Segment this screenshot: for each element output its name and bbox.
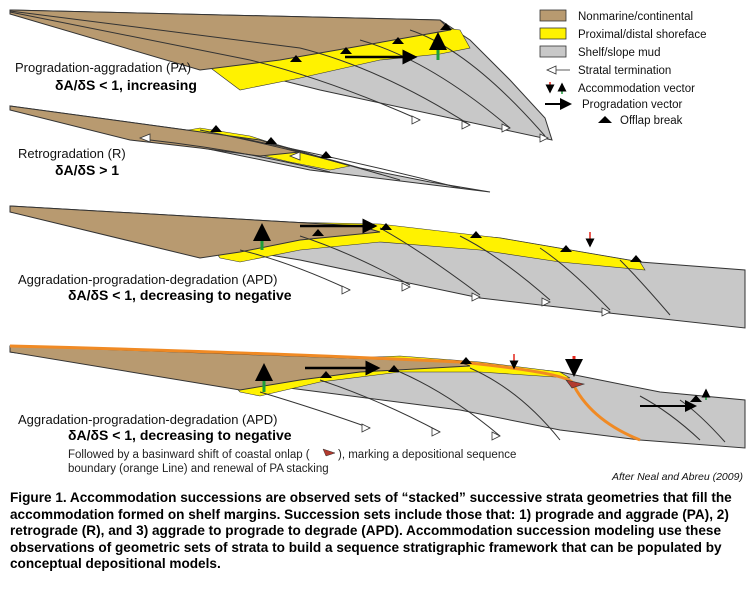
- offlap-break: [340, 47, 352, 54]
- legend-swatch-mud: [539, 45, 567, 58]
- legend-label: Nonmarine/continental: [578, 11, 693, 23]
- legend: Nonmarine/continental Proximal/distal sh…: [539, 9, 706, 127]
- offlap-break: [560, 245, 572, 252]
- offlap-break: [320, 371, 332, 378]
- offlap-break: [380, 223, 392, 230]
- panel-pa: Progradation-aggradation (PA) δA/δS < 1,…: [9, 9, 553, 143]
- panel-equation: δA/δS < 1, increasing: [55, 77, 197, 93]
- offlap-break: [690, 395, 702, 402]
- legend-swatch-nonmarine: [539, 9, 567, 22]
- stratal-termination: [341, 285, 351, 295]
- coastal-onlap-icon: [322, 448, 336, 457]
- accommodation-arrows-icon: [545, 82, 567, 94]
- offlap-break: [210, 125, 222, 132]
- panel-equation: δA/δS < 1, decreasing to negative: [68, 427, 292, 443]
- offlap-break: [312, 229, 324, 236]
- stratal-termination: [361, 423, 371, 433]
- credit: After Neal and Abreu (2009): [611, 471, 743, 483]
- stratal-termination: [501, 123, 511, 133]
- legend-label: Shelf/slope mud: [578, 47, 660, 59]
- panel-r: Retrogradation (R) δA/δS > 1: [9, 105, 491, 193]
- stratal-termination: [471, 292, 481, 302]
- stratal-termination: [138, 133, 151, 143]
- panel-title: Aggradation-progradation-degradation (AP…: [18, 272, 277, 287]
- offlap-break: [630, 255, 642, 262]
- panel-apd-2: Aggradation-progradation-degradation (AP…: [9, 344, 746, 483]
- nonmarine-wedge: [9, 105, 301, 157]
- stratal-termination: [288, 151, 301, 161]
- stratal-termination: [539, 133, 549, 143]
- panel-title: Progradation-aggradation (PA): [15, 60, 191, 75]
- stratal-termination: [431, 427, 441, 437]
- offlap-break: [265, 137, 277, 144]
- open-arrow-icon: [546, 65, 570, 75]
- stratal-termination: [491, 431, 501, 441]
- legend-label: Accommodation vector: [578, 83, 695, 95]
- legend-label: Offlap break: [620, 115, 683, 127]
- panel-title: Retrogradation (R): [18, 146, 126, 161]
- offlap-break: [460, 357, 472, 364]
- note-line-1b: ), marking a depositional sequence: [338, 449, 516, 461]
- figure-caption: Figure 1. Accommodation successions are …: [10, 490, 732, 572]
- offlap-break: [440, 23, 452, 30]
- panel-equation: δA/δS < 1, decreasing to negative: [68, 287, 292, 303]
- legend-swatch-shoreface: [539, 27, 567, 40]
- offlap-break: [320, 151, 332, 158]
- legend-label: Stratal termination: [578, 65, 671, 77]
- note-line-1a: Followed by a basinward shift of coastal…: [68, 449, 310, 461]
- stratal-termination: [461, 120, 471, 130]
- coastal-onlap-marker: [565, 379, 586, 389]
- stratal-termination: [541, 297, 551, 307]
- panel-title: Aggradation-progradation-degradation (AP…: [18, 412, 277, 427]
- stratal-termination: [401, 282, 411, 292]
- legend-label: Progradation vector: [582, 99, 683, 111]
- stratal-termination: [411, 115, 421, 125]
- stratal-termination: [601, 307, 611, 317]
- note-line-2: boundary (orange Line) and renewal of PA…: [68, 463, 329, 475]
- offlap-break: [388, 365, 400, 372]
- panel-equation: δA/δS > 1: [55, 162, 119, 178]
- offlap-break: [470, 231, 482, 238]
- panel-apd-1: Aggradation-progradation-degradation (AP…: [9, 205, 746, 329]
- offlap-break: [392, 37, 404, 44]
- sequence-boundary: [9, 344, 641, 442]
- legend-label: Proximal/distal shoreface: [578, 29, 706, 41]
- offlap-break: [290, 55, 302, 62]
- black-triangle-icon: [598, 116, 612, 123]
